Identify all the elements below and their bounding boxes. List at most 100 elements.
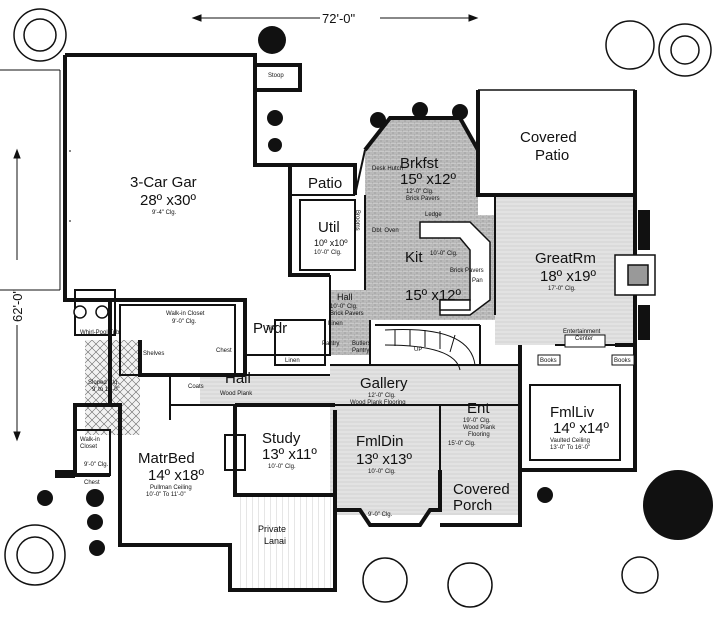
gallery-note1: 12'-0" Clg. [368,393,396,399]
pwdr-name: Pwdr [253,320,287,337]
greatrm-name: GreatRm [535,250,596,267]
hall-upper-note2: Brick Pavers [330,311,364,317]
ent-note1: 19'-0" Clg. [463,418,491,424]
entertainment-label: Entertainment [563,329,601,335]
lanai-deck [235,495,335,590]
fmlliv-name: FmlLiv [550,404,595,421]
shelves-label: Shelves [143,351,164,357]
greatrm-size: 18º x19º [540,268,597,285]
garage-size: 28º x30º [140,192,197,209]
garage-note: 9'-4" Clg. [152,210,177,216]
fmldin-note: 10'-0" Clg. [368,469,396,475]
dark-shrubs [37,26,713,556]
gallery-name: Gallery [360,375,408,392]
kit-size: 15º x12º [405,287,462,304]
walkin-lower-note: 9'-0" Clg. [84,462,109,468]
width-dimension-line [191,14,479,22]
chest-label: Chest [216,348,232,354]
sloped-name: Sloped Clg. [88,380,119,386]
hall-mid-name: Hall [225,370,251,387]
brick-columns [55,210,650,478]
kit-note1: 10'-0" Clg. [430,251,458,257]
entertainment-label2: Center [575,336,593,342]
greatrm-note: 17'-0" Clg. [548,286,576,292]
greatroom-floor [495,195,635,345]
room-labels: Stoop 3-Car Gar 28º x30º 9'-4" Clg. Pati… [80,73,631,546]
ent-name: Ent [467,400,490,417]
built-ins [537,334,635,366]
ent-side-note: 15'-0" Clg. [448,441,476,447]
books1-label: Books [540,358,557,364]
walkin-lower-name2: Closet [80,444,97,450]
hall-plank-floor [200,375,330,405]
util-name: Util [318,219,340,236]
ent-note2: Wood Plank [463,425,496,431]
fmldin-name: FmlDin [356,433,404,450]
bay-note: 9'-0" Clg. [368,512,393,518]
matrbed-size: 14º x18º [148,467,205,484]
books2-label: Books [614,358,631,364]
lanai-name: Private [258,524,286,534]
study-name: Study [262,430,301,447]
hall-mid-note: Wood Plank [220,391,253,397]
matrbed-name: MatrBed [138,450,195,467]
garage-name: 3-Car Gar [130,174,197,191]
covered-patio-name2: Patio [535,147,569,164]
brkfst-size: 15º x12º [400,171,457,188]
ledge-label: Ledge [425,212,442,218]
breakfast-floor [365,118,478,215]
fmlliv-note2: 13'-0" To 16'-0" [550,445,590,451]
walkin-upper-note: 9'-0" Clg. [172,319,197,325]
kit-name: Kit [405,249,423,266]
coats-label: Coats [188,384,204,390]
desk-hutch-label: Desk Hutch [372,166,403,172]
fmldin-size: 13º x13º [356,451,413,468]
fireplace [614,254,656,296]
hall-upper-note1: 10'-0" Clg. [330,304,358,310]
covered-patio-name: Covered [520,129,577,146]
whirlpool-label: Whirl-Pool Tub [80,330,120,336]
pantry-short: Pan [472,278,483,284]
covered-porch-name2: Porch [453,497,492,514]
sloped-note: 9' to 11'-0" [92,387,120,393]
study-size: 13º x11º [262,446,317,463]
ent-note3: Flooring [468,432,490,438]
matrbed-note2: 10'-0" To 11'-0" [146,492,186,498]
gallery-note2: Wood Plank Flooring [350,400,406,406]
tile-label: Tile [266,326,276,332]
kitchen-island [419,221,491,316]
dbl-oven-label: Dbl. Oven [372,228,399,234]
chest2-label: Chest [84,480,100,486]
kit-note2: Brick Pavers [450,268,484,274]
washer-dryer [73,305,109,319]
driveway-lines [0,69,60,291]
butlers-label2: Pantry [352,348,369,354]
landscaping [4,8,712,608]
brooms-label: Brooms [354,210,360,231]
depth-dimension-line [13,148,21,442]
butlers-label: Butlers [352,341,371,347]
brkfst-name: Brkfst [400,155,439,172]
util-size: 10º x10º [314,238,348,248]
brkfst-note2: Brick Pavers [406,196,440,202]
linen2-label: Linen [285,358,300,364]
stairs [384,328,476,371]
walkin-lower-name: Walk-in [80,437,100,443]
util-note: 10'-0" Clg. [314,250,342,256]
hall-upper-name: Hall [337,292,353,302]
depth-dimension: 62'-0" [10,288,25,322]
hall-floor [330,290,370,355]
pantry-label: Pantry [322,341,339,347]
garage-door-lines [59,70,71,290]
fmlliv-note1: Vaulted Ceiling [550,438,590,444]
lanai-name2: Lanai [264,536,286,546]
matrbed-note1: Pullman Ceiling [150,485,192,491]
linen-label: Linen [328,321,343,327]
stoop-label: Stoop [268,73,284,79]
walkin-upper-name: Walk-in Closet [166,311,205,317]
bath-tile [85,340,140,435]
covered-porch-name: Covered [453,481,510,498]
up-label: UP [414,347,422,353]
brkfst-note1: 12'-0" Clg. [406,189,434,195]
